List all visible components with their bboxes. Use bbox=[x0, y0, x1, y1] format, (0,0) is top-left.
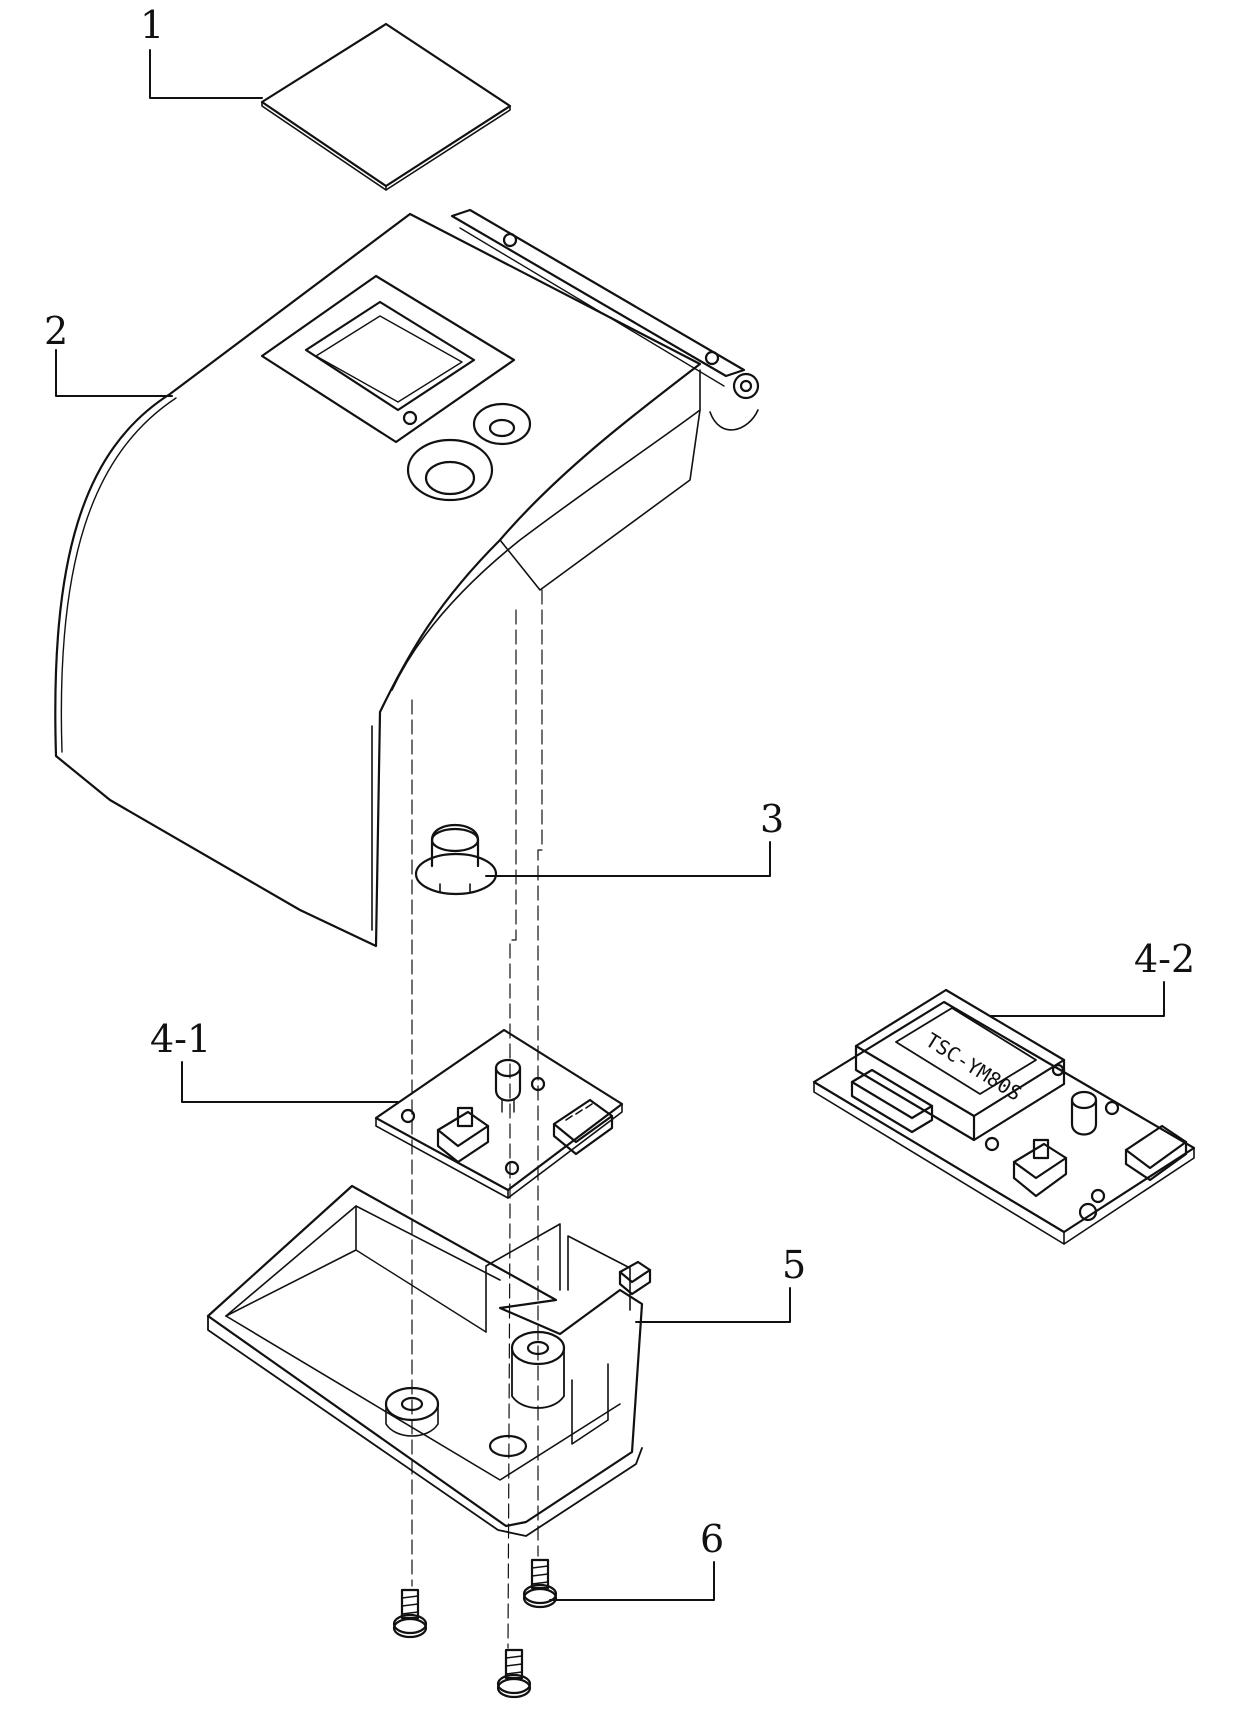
leader-line-4-1 bbox=[181, 1061, 399, 1103]
leader-line-4-2 bbox=[989, 981, 1165, 1017]
part-4-2-display-circuit-board: TSC-YM80S bbox=[812, 988, 1196, 1245]
callout-6: 6 bbox=[700, 1517, 725, 1561]
part-4-1-circuit-board bbox=[374, 1028, 624, 1199]
callout-2: 2 bbox=[44, 309, 69, 353]
callout-3: 3 bbox=[760, 797, 785, 841]
screw-bottom bbox=[496, 1648, 532, 1699]
part-6-screws bbox=[392, 1558, 558, 1699]
leader-lines bbox=[55, 49, 1165, 1601]
callout-4-2: 4-2 bbox=[1134, 937, 1196, 981]
callout-1: 1 bbox=[140, 3, 165, 47]
part-2-top-cover bbox=[54, 208, 760, 948]
part-1-label-sheet bbox=[260, 22, 512, 191]
callout-4-1: 4-1 bbox=[150, 1017, 212, 1061]
leader-line-5 bbox=[635, 1287, 791, 1323]
screw-right bbox=[522, 1558, 558, 1609]
leader-line-2 bbox=[55, 349, 173, 397]
leader-line-1 bbox=[149, 49, 263, 99]
assembly-centerlines bbox=[411, 589, 543, 1649]
part-5-bottom-housing bbox=[206, 1184, 652, 1537]
leader-line-3 bbox=[485, 841, 771, 877]
screw-left bbox=[392, 1588, 428, 1639]
part-3-button-cap bbox=[414, 823, 498, 896]
leader-line-6 bbox=[549, 1561, 715, 1601]
callout-5: 5 bbox=[782, 1243, 807, 1287]
